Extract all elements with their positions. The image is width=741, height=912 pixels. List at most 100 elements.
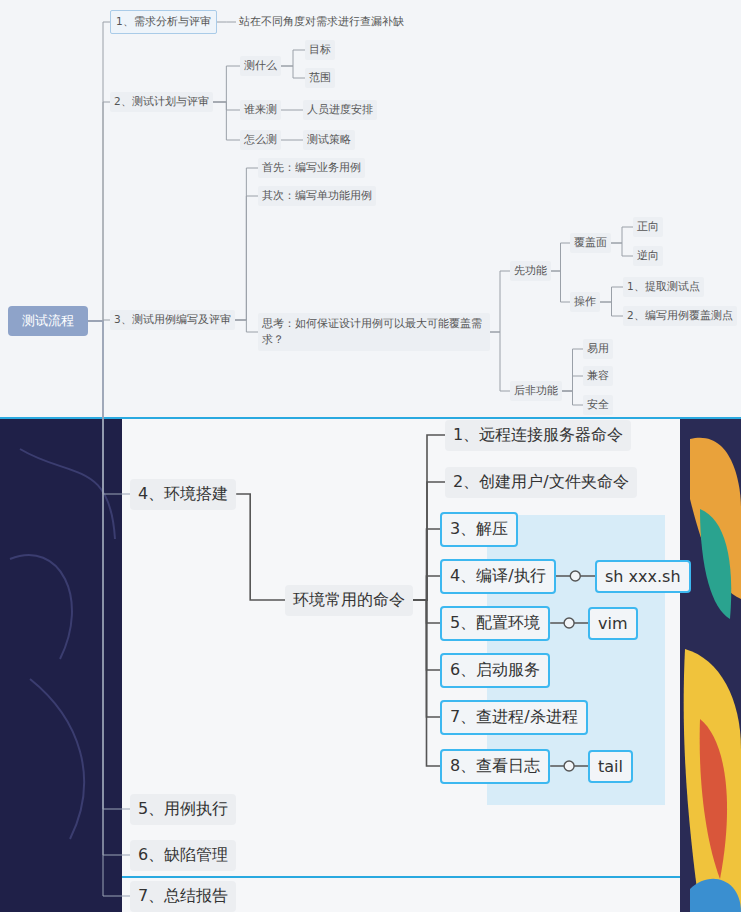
topic-text: 谁来测: [244, 103, 277, 115]
topic-text: 5、用例执行: [138, 799, 228, 818]
branch-connector: [611, 243, 633, 256]
sub-topic: 怎么测: [240, 130, 281, 150]
topic-text: 1、需求分析与评审: [116, 15, 211, 27]
topic-text: 1、远程连接服务器命令: [453, 425, 623, 444]
topic-text: 逆向: [637, 249, 659, 261]
collapse-marker: [564, 761, 574, 771]
branch-connector: [490, 271, 510, 332]
branch-topic: 4、环境搭建: [130, 479, 236, 510]
topic-text: 思考：如何保证设计用例可以最大可能覆盖需求？: [262, 317, 482, 345]
topic-text: 4、编译/执行: [450, 566, 546, 585]
topic-text: 3、测试用例编写及评审: [114, 313, 231, 325]
topic-text: 安全: [587, 398, 609, 410]
branch-topic: 6、缺陷管理: [130, 840, 236, 871]
leaf-topic: 1、提取测试点: [623, 277, 704, 297]
sub-topic: 后非功能: [510, 381, 562, 401]
command-example: sh xxx.sh: [595, 560, 691, 593]
branch-connector: [600, 302, 623, 316]
leaf-topic: 易用: [583, 339, 613, 359]
topic-text: 站在不同角度对需求进行查漏补缺: [239, 15, 404, 27]
leaf-topic: 安全: [583, 395, 613, 415]
branch-connector: [562, 391, 583, 405]
topic-text: 4、环境搭建: [138, 484, 228, 503]
branch-connector: [281, 50, 305, 66]
topic-text: 其次：编写单功能用例: [262, 189, 372, 201]
topic-text: 8、查看日志: [450, 756, 540, 775]
topic-text: 测试流程: [22, 313, 74, 328]
art-shape: [684, 649, 741, 912]
branch-connector: [213, 102, 240, 140]
branch-connector: [281, 140, 303, 141]
leaf-topic: 测试策略: [303, 130, 355, 150]
sub-topic: 其次：编写单功能用例: [258, 186, 376, 206]
collapse-marker: [564, 618, 574, 628]
branch-connector: [235, 320, 258, 332]
command-topic: 4、编译/执行: [440, 559, 556, 594]
branch-topic: 2、测试计划与评审: [110, 92, 213, 112]
leaf-topic: 逆向: [633, 246, 663, 266]
branch-topic: 3、测试用例编写及评审: [110, 310, 235, 330]
topic-text: sh xxx.sh: [605, 567, 681, 586]
note-text: 站在不同角度对需求进行查漏补缺: [236, 12, 407, 32]
topic-text: 6、启动服务: [450, 660, 540, 679]
topic-text: 首先：编写业务用例: [262, 161, 361, 173]
command-topic: 6、启动服务: [440, 653, 550, 688]
branch-connector: [88, 321, 130, 809]
topic-text: 人员进度安排: [307, 103, 373, 115]
art-shape: [690, 879, 741, 912]
branch-connector: [235, 168, 258, 320]
branch-connector: [88, 321, 130, 494]
command-example: tail: [588, 750, 633, 783]
root-topic: 测试流程: [8, 306, 88, 336]
sub-topic: 谁来测: [240, 100, 281, 120]
command-topic: 3、解压: [440, 512, 518, 547]
sub-topic: 首先：编写业务用例: [258, 158, 365, 178]
command-topic: 2、创建用户/文件夹命令: [445, 467, 637, 498]
branch-connector: [562, 349, 583, 391]
topic-text: tail: [598, 757, 623, 776]
branch-topic: 7、总结报告: [130, 881, 236, 912]
branch-connector: [88, 321, 130, 896]
branch-connector: [562, 376, 583, 391]
separator-line: [0, 417, 741, 419]
art-ground: [680, 419, 741, 912]
topic-text: 7、总结报告: [138, 886, 228, 905]
branch-connector: [217, 22, 236, 23]
line-art: [10, 449, 115, 839]
art-shape: [700, 719, 727, 879]
command-topic: 1、远程连接服务器命令: [445, 420, 631, 451]
branch-connector: [551, 271, 570, 302]
sub-topic: 思考：如何保证设计用例可以最大可能覆盖需求？: [258, 313, 490, 351]
branch-connector: [281, 110, 303, 111]
topic-text: 7、查进程/杀进程: [450, 707, 578, 726]
topic-text: 2、创建用户/文件夹命令: [453, 472, 629, 491]
command-example: vim: [588, 607, 638, 640]
topic-text: 正向: [637, 220, 659, 232]
branch-connector: [88, 321, 130, 855]
topic-text: 怎么测: [244, 133, 277, 145]
branch-connector: [88, 102, 110, 321]
topic-text: 易用: [587, 342, 609, 354]
branch-topic: 5、用例执行: [130, 794, 236, 825]
topic-text: 目标: [309, 43, 331, 55]
topic-text: 测什么: [244, 59, 277, 71]
command-topic: 7、查进程/杀进程: [440, 700, 588, 735]
branch-connector: [490, 332, 510, 391]
art-shape: [700, 509, 731, 619]
topic-text: 5、配置环境: [450, 613, 540, 632]
sub-topic: 覆盖面: [570, 233, 611, 253]
branch-topic: 1、需求分析与评审: [110, 10, 217, 34]
leaf-topic: 2、编写用例覆盖测点: [623, 306, 737, 326]
topic-text: 覆盖面: [574, 236, 607, 248]
collapse-marker: [570, 571, 580, 581]
leaf-topic: 范围: [305, 68, 335, 88]
sub-topic: 测什么: [240, 56, 281, 76]
sub-topic: 先功能: [510, 261, 551, 281]
leaf-topic: 目标: [305, 40, 335, 60]
branch-connector: [235, 196, 258, 320]
branch-connector: [88, 22, 110, 321]
branch-connector: [281, 66, 305, 78]
topic-text: 6、缺陷管理: [138, 845, 228, 864]
branch-connector: [413, 529, 440, 600]
